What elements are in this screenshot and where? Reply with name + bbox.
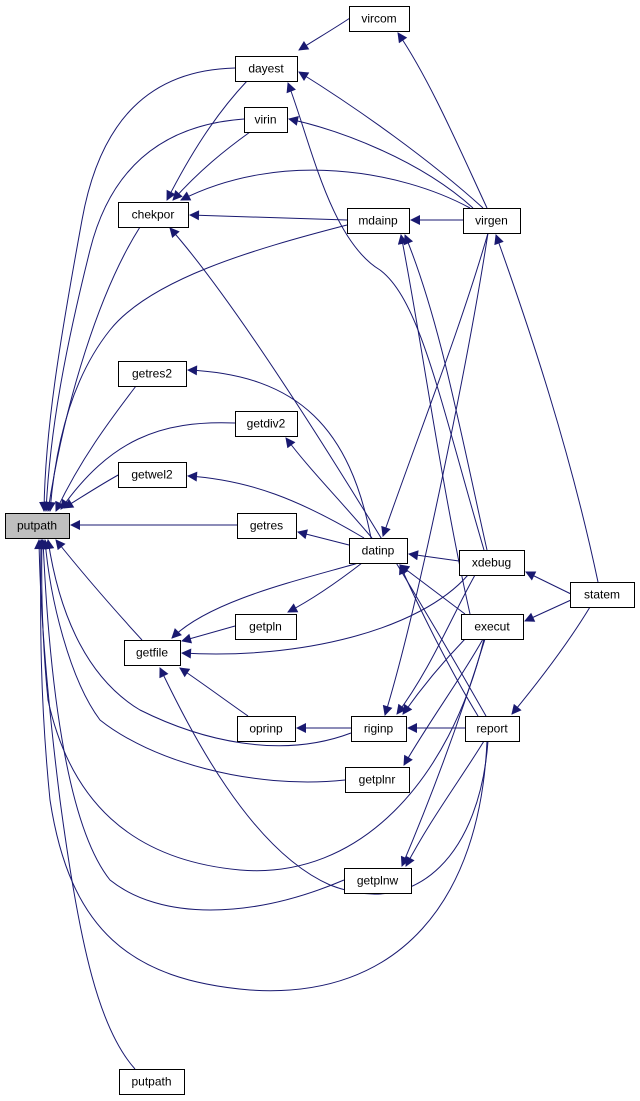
svg-text:getres: getres [250, 519, 283, 533]
svg-text:virgen: virgen [475, 214, 508, 228]
edge-statem-to-virgen [494, 234, 599, 583]
svg-text:xdebug: xdebug [472, 556, 511, 570]
node-report[interactable]: report [465, 716, 520, 742]
svg-text:chekpor: chekpor [132, 208, 175, 222]
node-putpath-bottom[interactable]: putpath [119, 1069, 185, 1095]
edge-dayest-to-putpath_main [39, 67, 236, 512]
edge-getplnr-to-putpath_main [40, 539, 346, 783]
edge-getfile-to-putpath_main [55, 539, 143, 641]
svg-text:getplnr: getplnr [359, 773, 396, 787]
edge-report-to-datinp [399, 564, 479, 717]
edge-execut-to-mdainp [397, 234, 471, 615]
svg-text:getfile: getfile [136, 646, 168, 660]
edge-xdebug-to-mdainp [403, 234, 488, 551]
node-execut[interactable]: execut [461, 614, 524, 640]
node-virgen[interactable]: virgen [463, 208, 521, 234]
node-virin[interactable]: virin [244, 107, 288, 133]
edge-datinp-to-getwel2 [187, 471, 365, 539]
edge-virin-to-chekpor [172, 131, 251, 201]
edge-xdebug-to-datinp [408, 550, 460, 562]
edge-getpln-to-getfile [181, 625, 236, 644]
node-getres2[interactable]: getres2 [118, 361, 187, 387]
edge-datinp-to-getfile [171, 561, 363, 639]
edge-statem-to-xdebug [525, 571, 572, 595]
svg-text:dayest: dayest [248, 62, 284, 76]
svg-text:riginp: riginp [364, 722, 394, 736]
edge-report-to-getplnw [405, 740, 485, 867]
node-getres[interactable]: getres [237, 513, 297, 539]
edge-getres2-to-putpath_main [55, 385, 137, 512]
node-getpln[interactable]: getpln [235, 614, 297, 640]
edge-datinp-to-getpln [287, 562, 363, 613]
edge-execut-to-datinp [399, 564, 466, 615]
edge-virgen-to-dayest [298, 71, 484, 209]
edge-putpath_bottom-to-putpath_main [34, 539, 136, 1070]
svg-text:getres2: getres2 [132, 367, 172, 381]
svg-text:getpln: getpln [249, 620, 282, 634]
edge-vircom-to-dayest [298, 17, 351, 51]
node-mdainp[interactable]: mdainp [347, 208, 410, 234]
svg-text:getwel2: getwel2 [131, 468, 173, 482]
svg-text:datinp: datinp [362, 544, 395, 558]
svg-text:report: report [476, 722, 508, 736]
edge-report-to-putpath_main [35, 539, 488, 992]
svg-text:statem: statem [584, 588, 620, 602]
edge-getwel2-to-putpath_main [63, 473, 121, 509]
edge-xdebug-to-riginp [396, 574, 476, 715]
edge-execut-to-riginp [402, 638, 466, 715]
edge-datinp-to-getres [297, 529, 350, 546]
edge-report-to-chekpor [169, 227, 487, 717]
edge-mdainp-to-chekpor [189, 210, 348, 221]
node-riginp[interactable]: riginp [351, 716, 407, 742]
edge-datinp-to-getres2 [187, 365, 372, 539]
node-putpath-current[interactable]: putpath [5, 513, 70, 539]
edge-execut-to-getplnw [400, 638, 486, 867]
svg-text:execut: execut [474, 620, 510, 634]
edge-oprinp-to-getfile [179, 667, 249, 717]
call-edges [34, 17, 599, 1070]
node-getplnr[interactable]: getplnr [345, 767, 410, 793]
edge-mdainp-to-putpath_main [45, 224, 348, 512]
node-oprinp[interactable]: oprinp [237, 716, 296, 742]
call-graph-nodes: putpath vircom dayest virin chekpor mdai… [5, 6, 635, 1095]
svg-text:putpath: putpath [17, 519, 57, 533]
edge-riginp-to-putpath_main [44, 539, 352, 747]
node-chekpor[interactable]: chekpor [118, 202, 189, 228]
node-getplnw[interactable]: getplnw [344, 868, 412, 894]
edge-statem-to-report [511, 606, 591, 715]
node-getfile[interactable]: getfile [124, 640, 181, 666]
edge-getdiv2-to-putpath_main [60, 422, 236, 510]
edge-datinp-to-getdiv2 [285, 437, 373, 539]
edge-execut-to-getplnr [403, 638, 484, 766]
node-getdiv2[interactable]: getdiv2 [235, 411, 298, 437]
edge-statem-to-execut [524, 599, 572, 622]
node-datinp[interactable]: datinp [349, 538, 408, 564]
node-xdebug[interactable]: xdebug [459, 550, 525, 576]
edge-getplnw-to-putpath_main [38, 539, 345, 911]
edge-xdebug-to-dayest [286, 82, 485, 551]
edge-virgen-to-virin [288, 116, 474, 209]
svg-text:oprinp: oprinp [249, 722, 283, 736]
edge-virgen-to-datinp [381, 232, 489, 537]
edge-virgen-to-riginp [382, 232, 489, 716]
edge-virin-to-putpath_main [41, 118, 245, 512]
svg-text:putpath: putpath [131, 1075, 171, 1089]
svg-text:getdiv2: getdiv2 [247, 417, 286, 431]
edge-xdebug-to-getfile [181, 574, 469, 659]
edge-report-to-getfile [159, 667, 489, 895]
svg-text:getplnw: getplnw [357, 874, 399, 888]
edge-virgen-to-vircom [397, 32, 488, 209]
svg-text:vircom: vircom [361, 12, 396, 26]
node-getwel2[interactable]: getwel2 [118, 462, 187, 488]
node-vircom[interactable]: vircom [349, 6, 410, 32]
node-statem[interactable]: statem [570, 582, 635, 608]
svg-text:mdainp: mdainp [358, 214, 398, 228]
node-dayest[interactable]: dayest [235, 56, 298, 82]
edge-virgen-to-chekpor [180, 169, 471, 209]
svg-text:virin: virin [254, 113, 276, 127]
edge-dayest-to-chekpor [166, 80, 248, 201]
